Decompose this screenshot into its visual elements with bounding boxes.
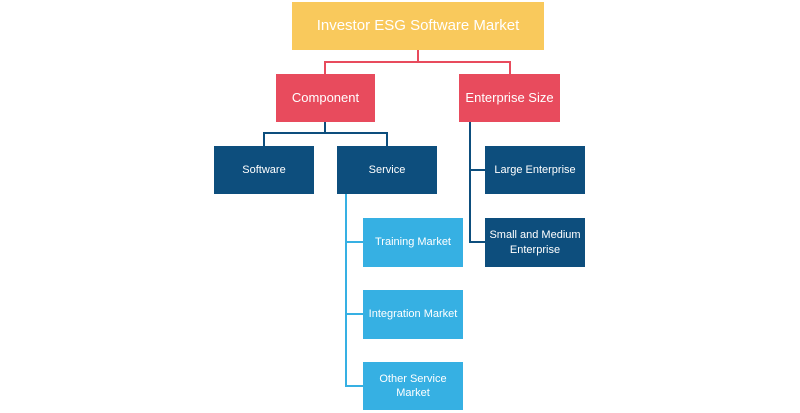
large-enterprise-node-label: Large Enterprise bbox=[494, 163, 576, 176]
enterprise-size-node: Enterprise Size bbox=[459, 74, 560, 122]
service-node: Service bbox=[337, 146, 437, 194]
other-service-market-node-label: Other Service Market bbox=[379, 372, 447, 399]
integration-market-node: Integration Market bbox=[363, 290, 463, 339]
large-enterprise-node: Large Enterprise bbox=[485, 146, 585, 194]
other-service-market-node: Other Service Market bbox=[363, 362, 463, 410]
component-node: Component bbox=[276, 74, 375, 122]
enterprise-size-node-label: Enterprise Size bbox=[465, 89, 554, 105]
component-connector bbox=[263, 122, 388, 146]
root-connector bbox=[324, 50, 511, 74]
training-market-node-label: Training Market bbox=[374, 236, 451, 249]
enterprise-connector bbox=[469, 122, 485, 243]
service-connector bbox=[345, 194, 363, 387]
software-node: Software bbox=[214, 146, 314, 194]
small-medium-enterprise-node-label: Small and Medium Enterprise bbox=[489, 229, 581, 256]
root-node-label: Investor ESG Software Market bbox=[316, 17, 520, 35]
training-market-node: Training Market bbox=[363, 218, 463, 267]
small-medium-enterprise-node: Small and Medium Enterprise bbox=[485, 218, 585, 267]
component-node-label: Component bbox=[291, 89, 360, 105]
integration-market-node-label: Integration Market bbox=[368, 308, 458, 321]
root-node: Investor ESG Software Market bbox=[292, 2, 544, 50]
service-node-label: Service bbox=[368, 163, 406, 176]
software-node-label: Software bbox=[242, 163, 286, 176]
